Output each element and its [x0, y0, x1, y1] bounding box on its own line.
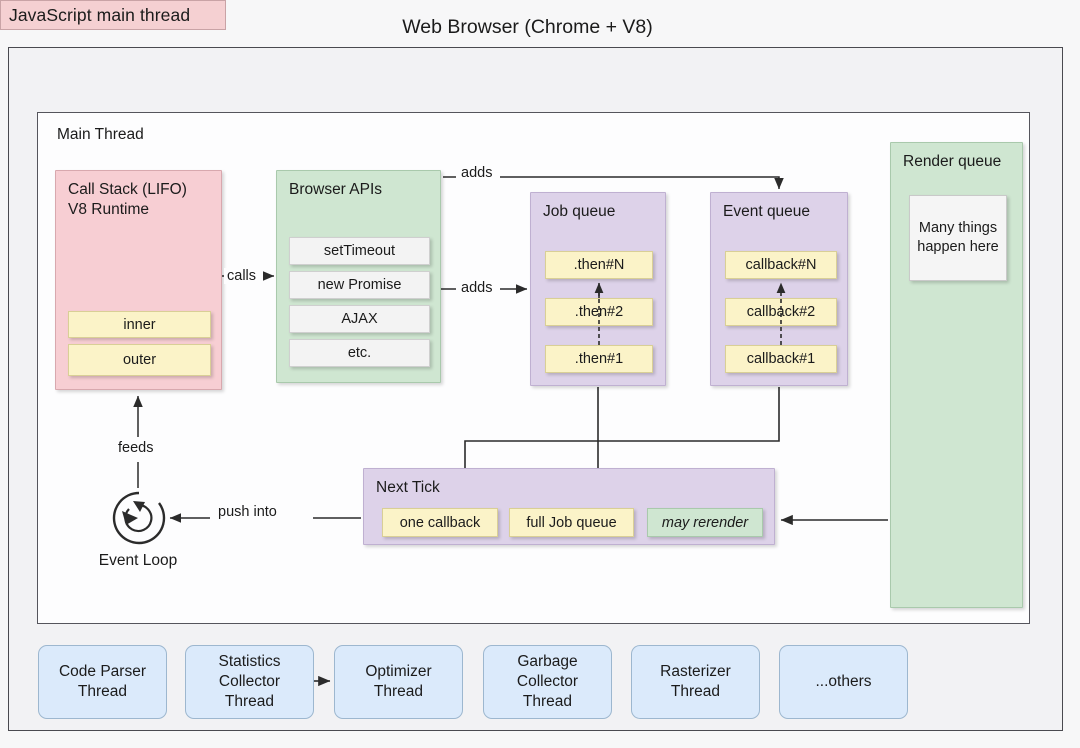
- browser-apis-panel: Browser APIs setTimeout new Promise AJAX…: [276, 170, 441, 383]
- event-queue-item-callback-n[interactable]: callback#N: [725, 251, 837, 279]
- job-queue-item-then-n[interactable]: .then#N: [545, 251, 653, 279]
- main-thread-label: Main Thread: [57, 126, 144, 143]
- next-tick-may-rerender[interactable]: may rerender: [647, 508, 763, 537]
- diagram-title-text: JavaScript main thread: [9, 4, 191, 25]
- edge-label-adds-to-event-queue: adds: [458, 165, 496, 181]
- worker-thread-rasterizer[interactable]: Rasterizer Thread: [631, 645, 760, 719]
- edge-label-adds-to-job-queue: adds: [458, 280, 496, 296]
- browser-apis-title: Browser APIs: [289, 181, 383, 198]
- browser-api-etc[interactable]: etc.: [289, 339, 430, 367]
- edge-label-calls: calls: [224, 268, 260, 284]
- job-queue-order-arrows: [594, 282, 604, 345]
- browser-api-settimeout[interactable]: setTimeout: [289, 237, 430, 265]
- next-tick-one-callback[interactable]: one callback: [382, 508, 498, 537]
- worker-thread-code-parser[interactable]: Code Parser Thread: [38, 645, 167, 719]
- call-stack-frame-inner[interactable]: inner: [68, 311, 211, 338]
- event-queue-title: Event queue: [723, 203, 811, 220]
- job-queue-item-then-1[interactable]: .then#1: [545, 345, 653, 373]
- browser-api-ajax[interactable]: AJAX: [289, 305, 430, 333]
- worker-thread-statistics-collector[interactable]: Statistics Collector Thread: [185, 645, 314, 719]
- event-loop-caption: Event Loop: [98, 552, 178, 569]
- next-tick-title: Next Tick: [376, 479, 440, 496]
- event-queue-order-arrows: [776, 282, 786, 345]
- render-queue-panel: Render queue Many things happen here: [890, 142, 1023, 608]
- edge-label-push-into: push into: [215, 504, 280, 520]
- call-stack-panel: Call Stack (LIFO) V8 Runtime inner outer: [55, 170, 222, 390]
- job-queue-panel: Job queue .then#N .then#2 .then#1: [530, 192, 666, 386]
- next-tick-panel: Next Tick one callback full Job queue ma…: [363, 468, 775, 545]
- call-stack-frame-outer[interactable]: outer: [68, 344, 211, 376]
- web-browser-title: Web Browser (Chrome + V8): [402, 16, 653, 38]
- worker-thread-garbage-collector[interactable]: Garbage Collector Thread: [483, 645, 612, 719]
- worker-thread-others[interactable]: ...others: [779, 645, 908, 719]
- job-queue-title: Job queue: [543, 203, 616, 220]
- call-stack-title: Call Stack (LIFO) V8 Runtime: [68, 181, 187, 218]
- event-queue-item-callback-1[interactable]: callback#1: [725, 345, 837, 373]
- next-tick-full-job-queue[interactable]: full Job queue: [509, 508, 634, 537]
- diagram-title-chip: JavaScript main thread: [0, 0, 226, 30]
- edge-label-feeds: feeds: [115, 440, 157, 456]
- render-queue-title: Render queue: [903, 153, 1002, 170]
- browser-api-new-promise[interactable]: new Promise: [289, 271, 430, 299]
- render-queue-note: Many things happen here: [909, 195, 1007, 281]
- worker-thread-optimizer[interactable]: Optimizer Thread: [334, 645, 463, 719]
- event-queue-panel: Event queue callback#N callback#2 callba…: [710, 192, 848, 386]
